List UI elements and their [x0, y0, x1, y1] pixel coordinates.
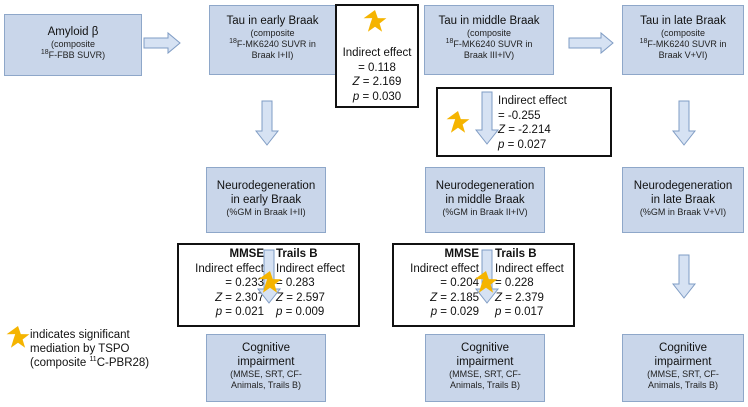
effect-middle-trails: Trails B Indirect effect = 0.228 Z = 2.3… [495, 248, 564, 318]
node-neuro-early: Neurodegeneration in early Braak (%GM in… [206, 167, 326, 233]
arrow-tau-middle-down-inbox [474, 91, 500, 145]
effect-middle-mmse: MMSE Indirect effect = 0.204 Z = 2.185 p… [410, 248, 479, 318]
arrow-amyloid-to-tau-early [143, 31, 181, 55]
effect-early-mmse: MMSE Indirect effect = 0.233 Z = 2.307 p… [195, 248, 264, 318]
legend-line-2: mediation by TSPO [30, 343, 130, 355]
arrow-tau-late-to-neuro [671, 100, 697, 146]
node-tau-late-title: Tau in late Braak [640, 15, 726, 27]
node-tau-middle: Tau in middle Braak (composite 18F-MK624… [424, 5, 554, 75]
legend-line-1: indicates significant [30, 329, 130, 341]
node-neuro-late: Neurodegeneration in late Braak (%GM in … [622, 167, 744, 233]
effect-early-trails: Trails B Indirect effect = 0.283 Z = 2.5… [276, 248, 345, 318]
node-neuro-middle: Neurodegeneration in middle Braak (%GM i… [425, 167, 545, 233]
effect-early-middle: Indirect effect = -0.255 Z = -2.214 p = … [498, 95, 567, 151]
legend: indicates significant mediation by TSPO … [30, 328, 170, 370]
node-cognition-middle: Cognitive impairment (MMSE, SRT, CF- Ani… [425, 334, 545, 402]
node-cognition-early: Cognitive impairment (MMSE, SRT, CF- Ani… [206, 334, 326, 402]
effect-amyloid-tau: Indirect effect = 0.118 Z = 2.169 p = 0.… [342, 47, 412, 103]
star-icon [6, 326, 30, 348]
legend-line-3: (composite 11C-PBR28) [30, 356, 150, 369]
node-tau-early-title: Tau in early Braak [226, 15, 319, 27]
arrow-tau-middle-to-late [568, 31, 614, 55]
node-amyloid-title: Amyloid β [47, 26, 99, 38]
node-amyloid-sub: (composite [50, 39, 95, 49]
star-icon [363, 10, 387, 32]
arrow-neuro-late-to-cog [671, 254, 697, 299]
node-tau-late: Tau in late Braak (composite 18F-MK6240 … [622, 5, 744, 75]
star-icon [446, 111, 470, 133]
node-amyloid-sub2: 18F-FBB SUVR) [40, 49, 106, 60]
node-cognition-late: Cognitive impairment (MMSE, SRT, CF- Ani… [622, 334, 744, 402]
node-amyloid: Amyloid β (composite 18F-FBB SUVR) [4, 14, 142, 76]
node-tau-middle-title: Tau in middle Braak [438, 15, 540, 27]
arrow-tau-early-to-neuro [254, 100, 280, 146]
